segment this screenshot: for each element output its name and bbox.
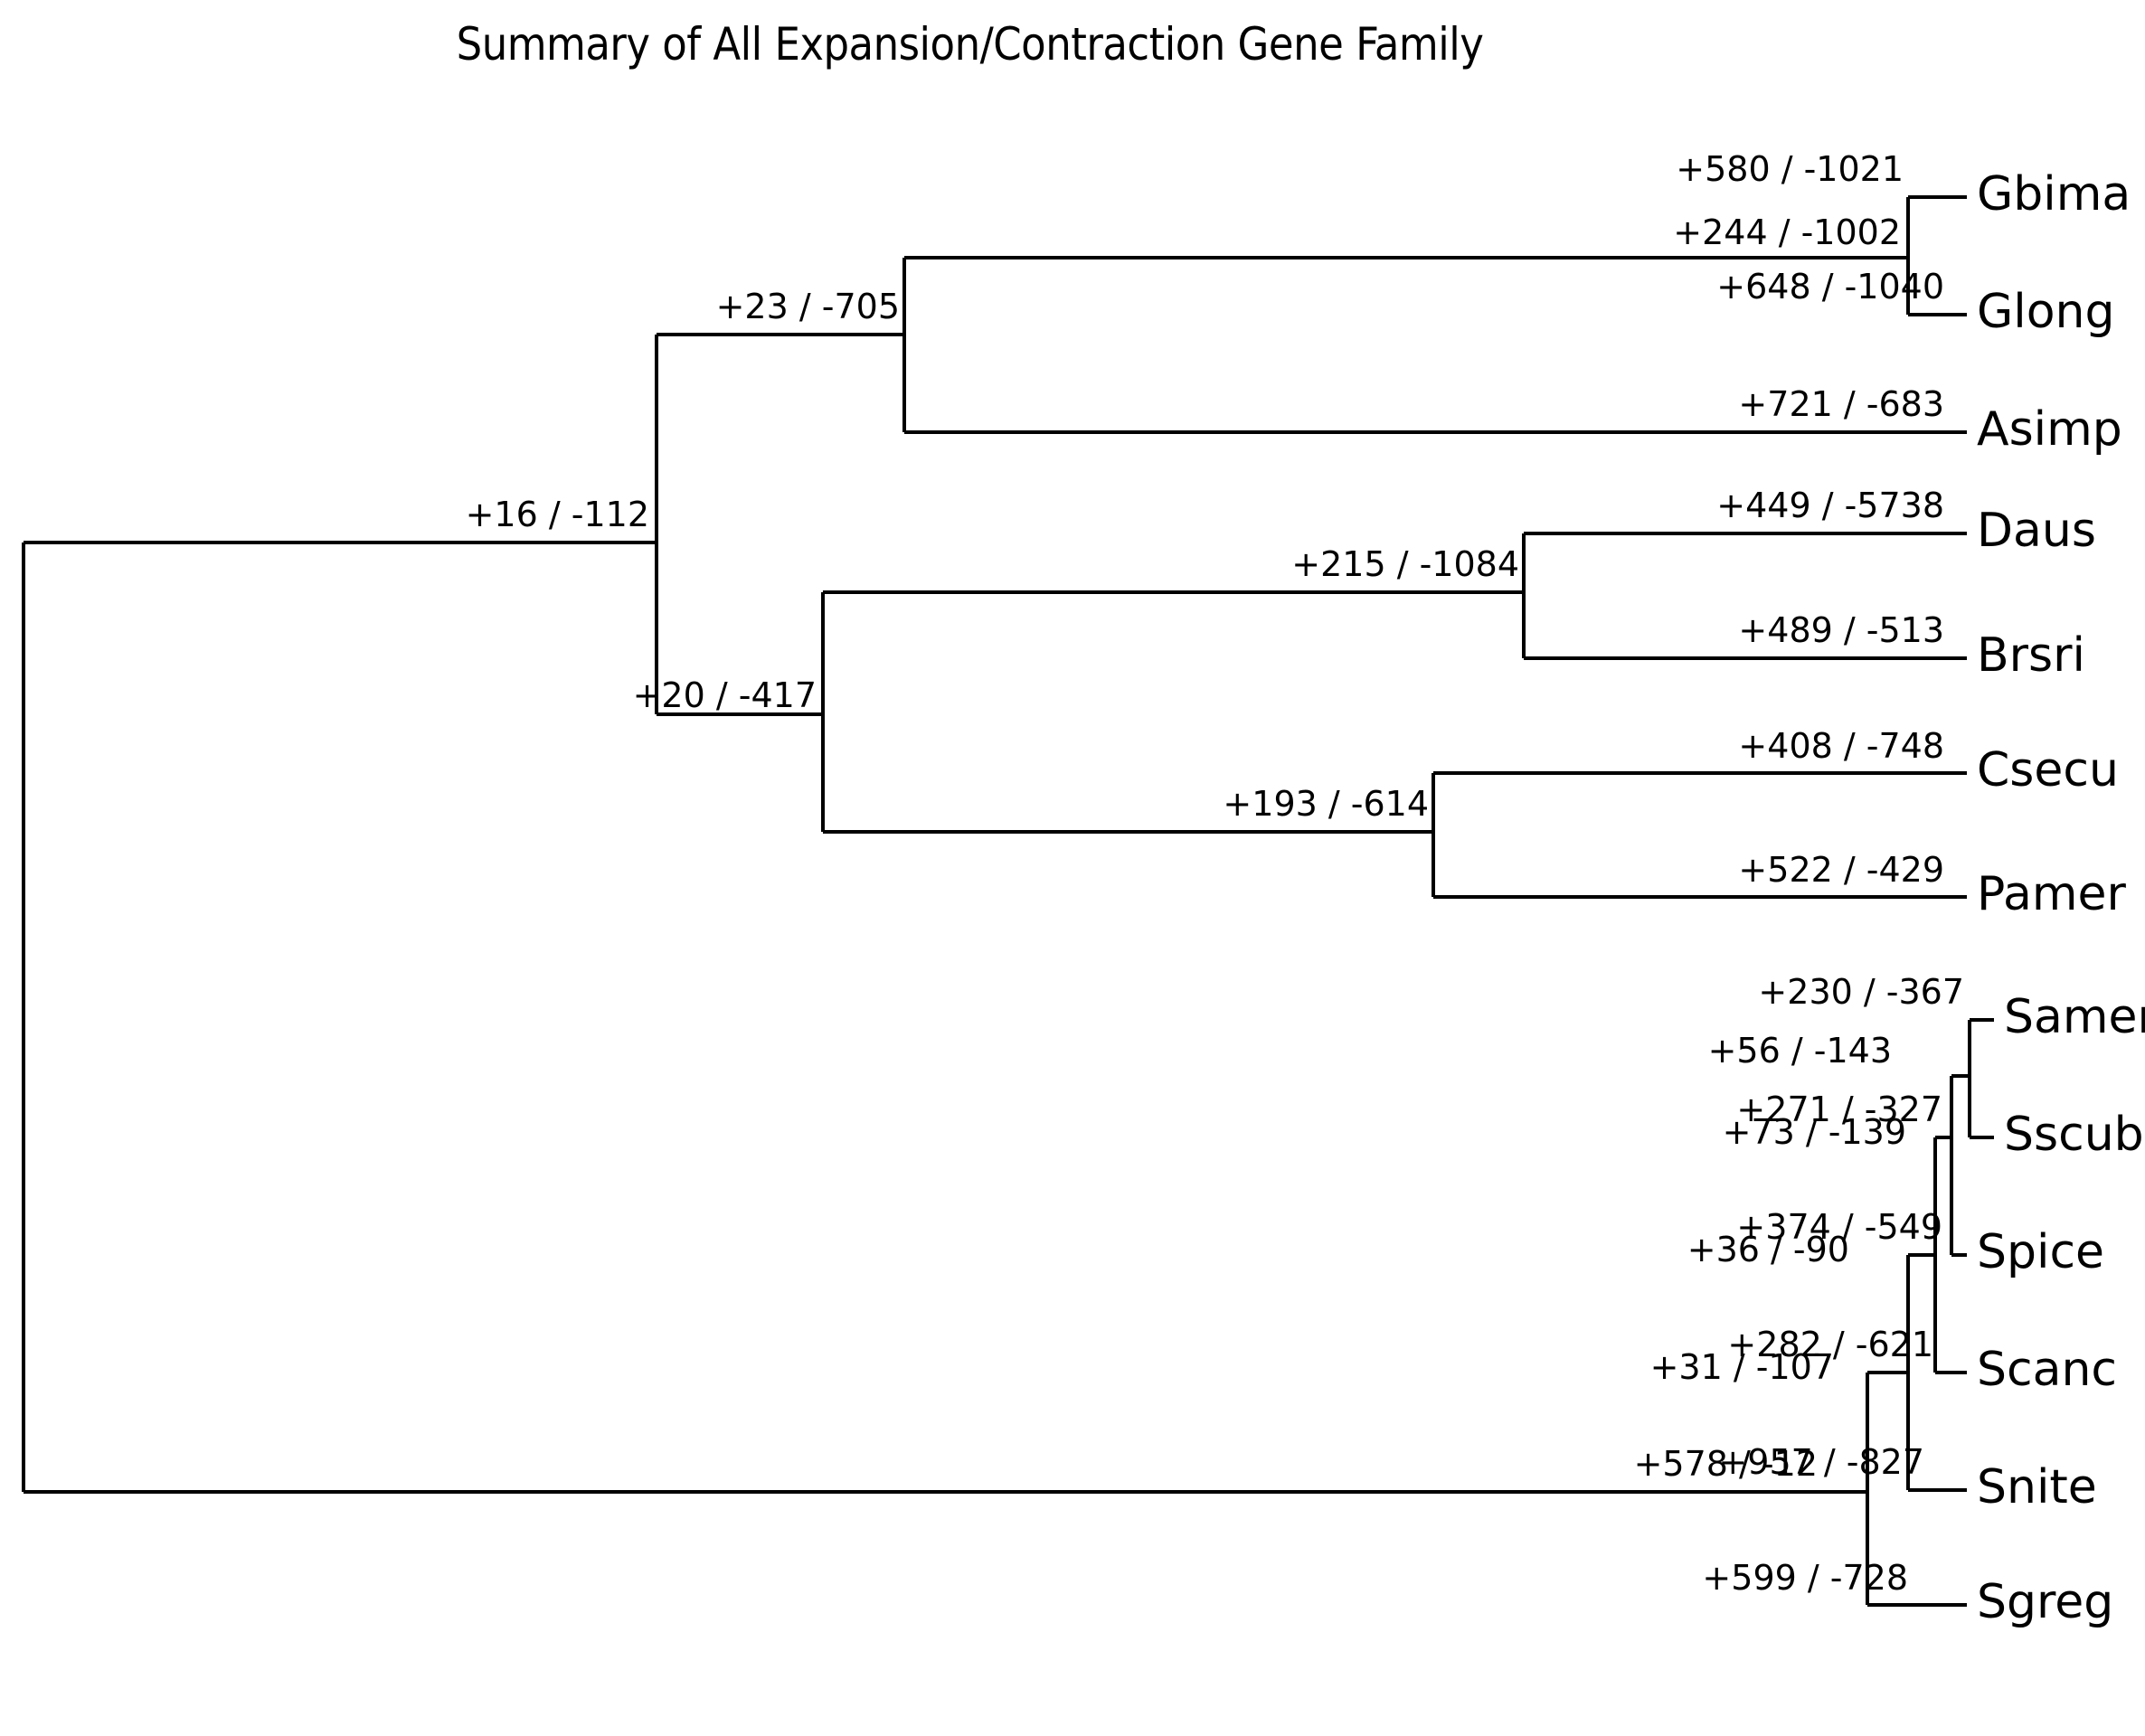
branch-label-samer: +230 / -367 [1758, 972, 1964, 1012]
branch-label-sgreg-root: +578 / -12 [1634, 1444, 1818, 1484]
branch-label-asimp: +721 / -683 [1738, 384, 1944, 424]
branch-label-gbima: +580 / -1021 [1676, 149, 1904, 189]
branch-label-root-child: +16 / -112 [466, 495, 649, 534]
branch-label-daus-brsri: +215 / -1084 [1291, 544, 1519, 584]
taxon-label-sgreg: Sgreg [1977, 1575, 2113, 1629]
branch-label-brsri: +489 / -513 [1738, 610, 1944, 650]
branch-label-sgreg: +599 / -728 [1702, 1558, 1908, 1598]
branch-label-sscub: +271 / -327 [1736, 1090, 1942, 1129]
branch-label-gbima-glong: +244 / -1002 [1673, 212, 1901, 252]
branch-label-snite: +957 / -827 [1718, 1442, 1924, 1482]
branch-label-scanc-node: +36 / -90 [1687, 1230, 1849, 1269]
taxon-label-scanc: Scanc [1977, 1343, 2117, 1397]
branch-label-csecu: +408 / -748 [1738, 726, 1944, 766]
branch-label-spice: +374 / -549 [1736, 1207, 1942, 1247]
taxon-label-samer: Samer [2004, 990, 2145, 1044]
taxon-label-glong: Glong [1977, 285, 2115, 339]
taxon-label-asimp: Asimp [1977, 402, 2122, 457]
taxon-label-brsri: Brsri [1977, 628, 2085, 683]
branch-label-daus: +449 / -5738 [1716, 486, 1944, 525]
branch-label-clade-a: +23 / -705 [716, 287, 900, 326]
branch-label-glong: +648 / -1040 [1716, 267, 1944, 307]
taxon-label-daus: Daus [1977, 504, 2096, 558]
taxon-label-spice: Spice [1977, 1225, 2104, 1279]
taxon-label-pamer: Pamer [1977, 867, 2127, 921]
branch-label-scanc: +282 / -621 [1727, 1325, 1933, 1364]
branch-label-samer-sscub: +56 / -143 [1708, 1031, 1892, 1071]
page-title: Summary of All Expansion/Contraction Gen… [456, 18, 1484, 71]
branch-label-clade-b: +20 / -417 [633, 675, 817, 715]
taxon-label-snite: Snite [1977, 1460, 2097, 1514]
branch-label-snite-node: +31 / -107 [1650, 1347, 1834, 1387]
taxon-label-csecu: Csecu [1977, 743, 2119, 797]
branch-label-pamer: +522 / -429 [1738, 850, 1944, 890]
taxon-label-sscub: Sscub [2004, 1108, 2144, 1162]
taxon-label-gbima: Gbima [1977, 167, 2131, 222]
branch-label-csecu-pamer: +193 / -614 [1223, 784, 1429, 824]
branch-label-spice-node: +73 / -139 [1723, 1112, 1906, 1152]
